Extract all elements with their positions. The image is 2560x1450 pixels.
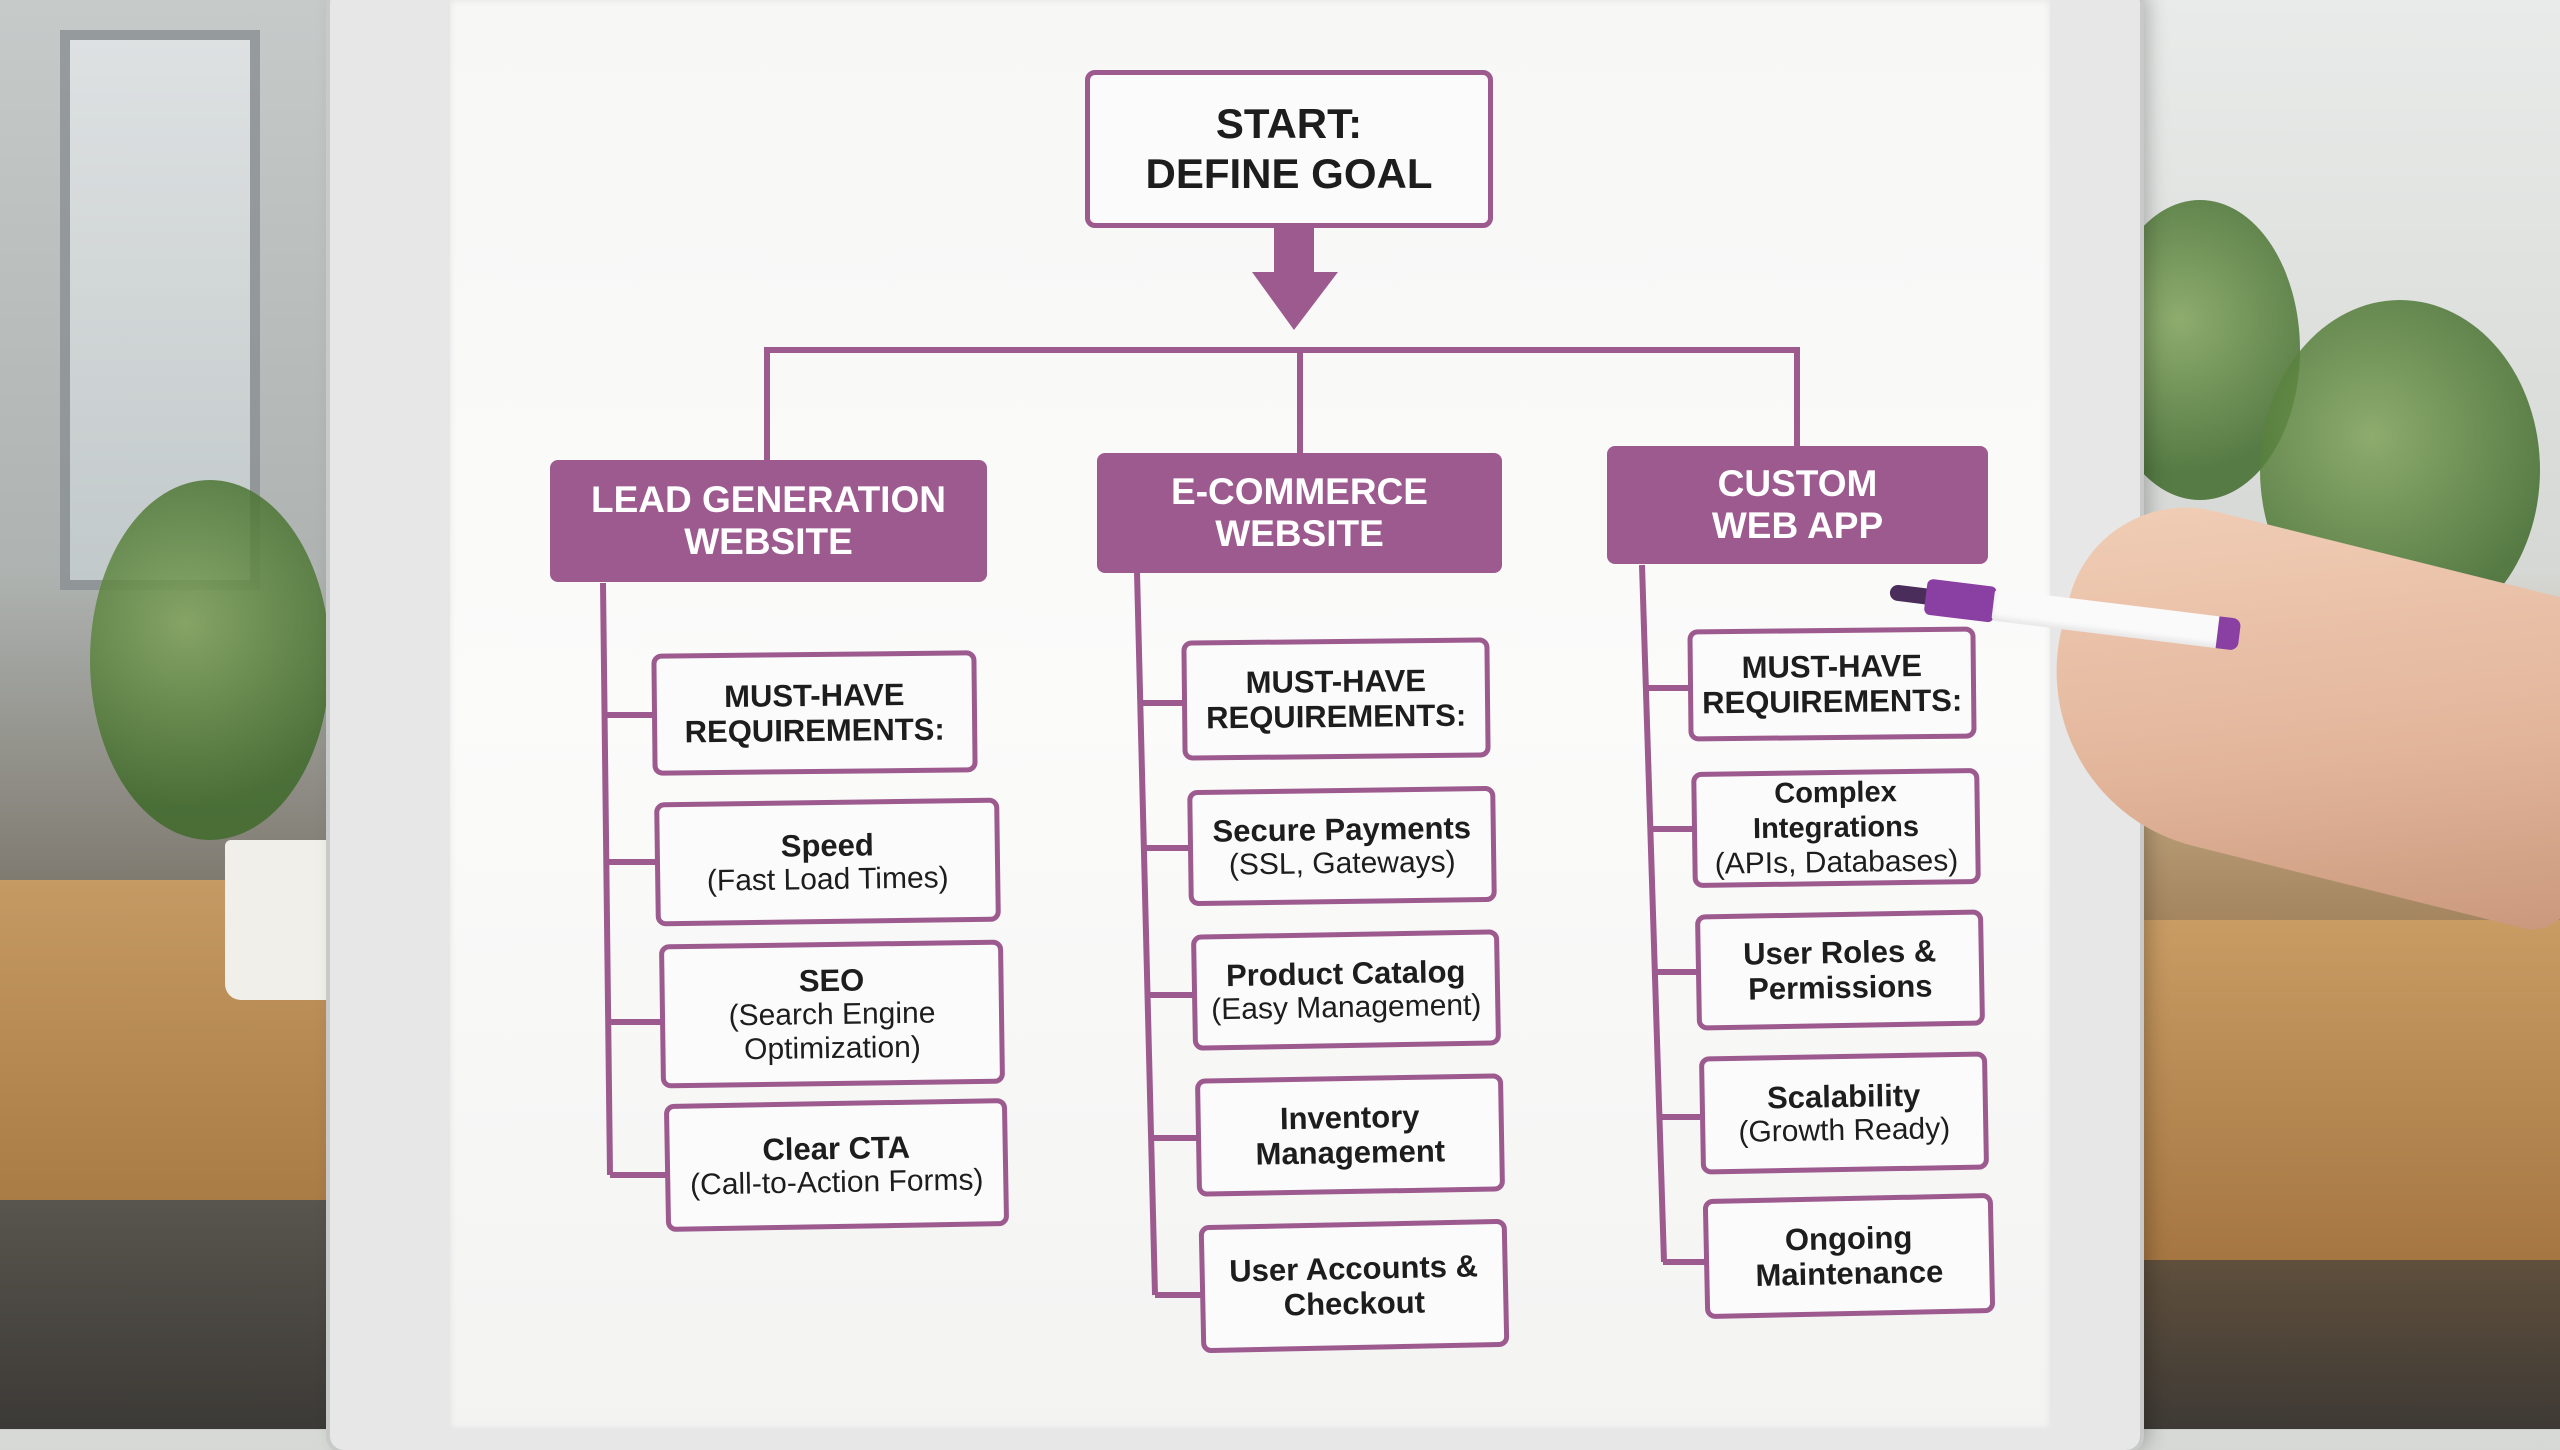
requirement-box: Speed (Fast Load Times) — [654, 797, 1001, 927]
branch-header-e-commerce: E-COMMERCE WEBSITE — [1097, 453, 1502, 573]
requirement-detail: (Easy Management) — [1210, 988, 1482, 1026]
requirement-title: Inventory Management — [1255, 1098, 1446, 1172]
requirement-box: MUST-HAVE REQUIREMENTS: — [1687, 626, 1977, 742]
requirement-box: SEO (Search Engine Optimization) — [659, 939, 1005, 1089]
requirement-title: Complex Integrations — [1752, 776, 1920, 846]
requirement-title: MUST-HAVE REQUIREMENTS: — [1205, 663, 1467, 736]
requirement-detail: (Growth Ready) — [1738, 1111, 1951, 1149]
requirement-title: Product Catalog — [1225, 953, 1466, 993]
start-line-1: START: — [1215, 100, 1363, 147]
desk-right — [2130, 920, 2560, 1260]
requirement-title: Secure Payments — [1212, 809, 1472, 849]
start-arrow — [1252, 228, 1338, 330]
requirement-box: MUST-HAVE REQUIREMENTS: — [651, 650, 978, 776]
marker-end-cap — [2215, 616, 2242, 651]
requirement-box: Clear CTA (Call-to-Action Forms) — [663, 1098, 1010, 1232]
requirement-box: MUST-HAVE REQUIREMENTS: — [1181, 637, 1491, 761]
start-line-2: DEFINE GOAL — [1145, 150, 1433, 197]
plant-pot-left — [225, 840, 345, 1000]
requirement-box: Complex Integrations (APIs, Databases) — [1691, 767, 1981, 889]
marker-grip — [1923, 578, 1998, 623]
requirement-title: Scalability — [1766, 1077, 1921, 1115]
requirement-box: Ongoing Maintenance — [1702, 1192, 1996, 1320]
requirement-box: Secure Payments (SSL, Gateways) — [1187, 785, 1497, 907]
requirement-title: Speed — [780, 826, 875, 864]
requirement-box: Product Catalog (Easy Management) — [1191, 929, 1501, 1051]
requirement-detail: (APIs, Databases) — [1714, 844, 1959, 881]
requirement-title: Ongoing Maintenance — [1755, 1219, 1944, 1293]
requirement-title: MUST-HAVE REQUIREMENTS: — [1701, 648, 1963, 721]
branch-header-custom-web-app: CUSTOM WEB APP — [1607, 446, 1988, 564]
requirement-detail: (Call-to-Action Forms) — [689, 1162, 984, 1202]
plant-left — [90, 480, 330, 840]
branch-header-lead-generation: LEAD GENERATION WEBSITE — [550, 460, 987, 582]
requirement-detail: (Fast Load Times) — [706, 860, 949, 898]
requirement-detail: (Search Engine Optimization) — [728, 996, 936, 1066]
requirement-title: User Roles & Permissions — [1742, 933, 1937, 1007]
requirement-title: MUST-HAVE REQUIREMENTS: — [684, 677, 945, 750]
requirement-box: Scalability (Growth Ready) — [1698, 1051, 1990, 1175]
requirement-box: User Roles & Permissions — [1695, 909, 1985, 1031]
start-node: START: DEFINE GOAL — [1085, 70, 1493, 228]
requirement-box: User Accounts & Checkout — [1198, 1218, 1510, 1354]
requirement-detail: (SSL, Gateways) — [1228, 844, 1456, 882]
requirement-title: SEO — [798, 962, 865, 998]
requirement-box: Inventory Management — [1194, 1073, 1506, 1197]
requirement-title: User Accounts & Checkout — [1228, 1248, 1479, 1323]
requirement-title: Clear CTA — [762, 1129, 911, 1167]
